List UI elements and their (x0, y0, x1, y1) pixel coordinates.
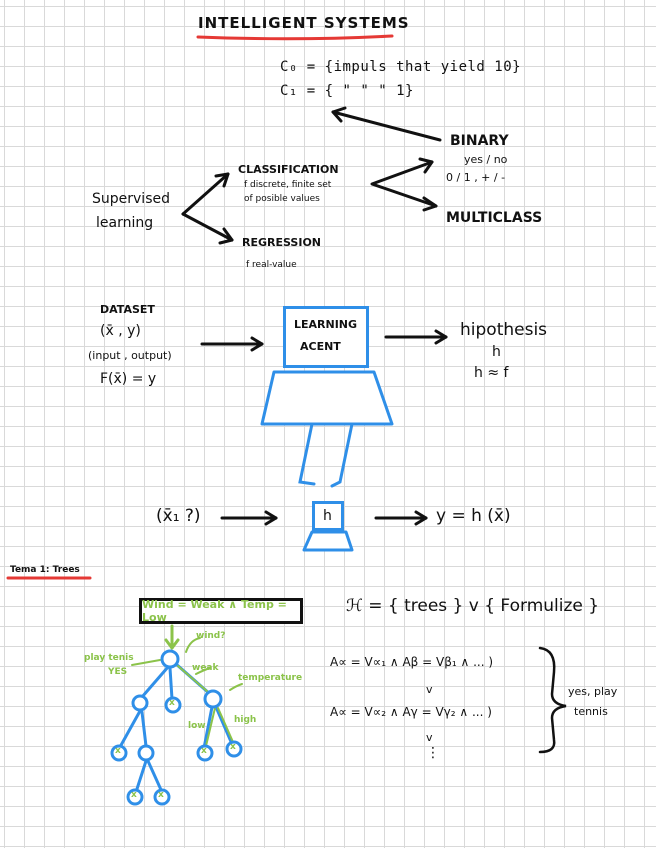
tree-root-node (160, 649, 180, 669)
dataset-pair: (x̄ , y) (100, 323, 141, 339)
result-line-2: tennis (574, 705, 608, 718)
tree-leaf (110, 744, 128, 762)
label-temperature: temperature (238, 673, 303, 683)
rule-text: Wind = Weak ∧ Temp = Low (142, 598, 287, 624)
label-play: play tenis (84, 653, 134, 663)
label-yes: YES (108, 667, 128, 677)
leaf-mark: x (158, 790, 164, 800)
formula-line-2: A∝ = V∝₂ ∧ Aγ = Vγ₂ ∧ ... ) (330, 705, 492, 719)
label-high: high (234, 715, 257, 725)
label-wind: wind? (196, 631, 226, 641)
learning-agent-screen: LEARNING ACENT (283, 306, 369, 368)
binary-label: BINARY (450, 133, 509, 149)
hypothesis-label: hipothesis (460, 320, 548, 340)
dataset-function: F(x̄) = y (100, 371, 157, 387)
class-split (370, 160, 438, 208)
classification-note-2: of posible values (244, 194, 320, 204)
formula-line-1: A∝ = V∝₁ ∧ Aβ = Vβ₁ ∧ ... ) (330, 655, 494, 669)
leaf-mark: x (169, 698, 175, 708)
tree-leaf (225, 740, 243, 758)
branch-regression (181, 212, 234, 242)
query-output: y = h (x̄) (436, 506, 511, 526)
agent-body (260, 370, 394, 426)
regression-note: f real-value (246, 260, 297, 270)
formula-or-2: v (426, 731, 433, 744)
agent-leg-right (330, 422, 354, 488)
rule-box: Wind = Weak ∧ Temp = Low (139, 598, 303, 624)
leaf-mark: x (230, 742, 236, 752)
dataset-title: DATASET (100, 303, 155, 316)
formula-or-1: v (426, 683, 433, 696)
set-c0: C₀ = {impuls that yield 10} (280, 59, 522, 75)
page-title: INTELLIGENT SYSTEMS (198, 14, 410, 32)
classification-note-1: f discrete, finite set (244, 180, 332, 190)
query-input: (x̄₁ ?) (156, 506, 201, 526)
tree-edges (118, 662, 234, 794)
small-agent-screen: h (312, 501, 344, 531)
tree-leaf (153, 788, 171, 806)
classification-label: CLASSIFICATION (238, 163, 339, 176)
title-underline (196, 34, 394, 41)
hypothesis-symbol: h (492, 344, 501, 360)
set-c1: C₁ = { " " " 1} (280, 83, 414, 99)
hypothesis-space: ℋ = { trees } v { Formulize } (346, 596, 600, 616)
binary-note-1: yes / no (464, 153, 508, 166)
agent-label-1: LEARNING (294, 318, 358, 331)
leaf-mark: x (115, 746, 121, 756)
agent-label-2: ACENT (300, 340, 341, 353)
label-low: low (188, 721, 206, 731)
label-weak: weak (192, 663, 219, 673)
result-brace (538, 646, 567, 754)
tree-nodes (110, 649, 243, 806)
small-agent-label: h (323, 508, 332, 524)
tree-leaf (126, 788, 144, 806)
agent-leg-left (298, 422, 316, 486)
multiclass-label: MULTICLASS (446, 210, 543, 226)
result-line-1: yes, play (568, 685, 618, 698)
section-label: Tema 1: Trees (10, 565, 80, 575)
tree-leaf (164, 696, 182, 714)
small-agent-body (302, 530, 354, 552)
formula-dots: ⋮ (426, 745, 440, 761)
supervised-label: Supervised (92, 191, 170, 207)
tree-leaf (196, 744, 214, 762)
dataset-pair-note: (input , output) (88, 349, 172, 362)
binary-to-set-arrow (331, 110, 442, 142)
regression-label: REGRESSION (242, 236, 321, 249)
leaf-mark: x (131, 790, 137, 800)
hypothesis-approx: h ≈ f (474, 365, 509, 381)
tree-node (137, 744, 155, 762)
binary-note-2: 0 / 1 , + / - (446, 171, 506, 184)
tree-node (131, 694, 149, 712)
leaf-mark: x (201, 746, 207, 756)
learning-label: learning (96, 215, 154, 231)
tree-node-temperature (203, 689, 223, 709)
branch-classification (181, 172, 230, 216)
